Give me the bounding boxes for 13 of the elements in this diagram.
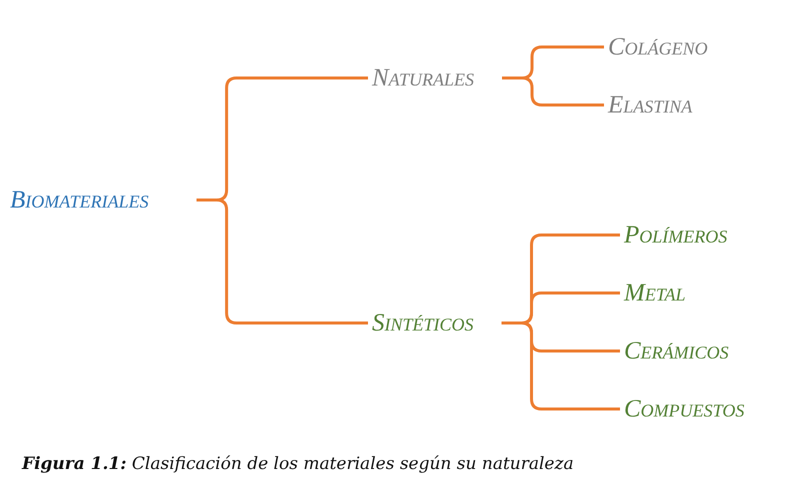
category-label: Cerámicos xyxy=(624,337,729,365)
brace-connector xyxy=(196,198,368,324)
category-label: Colágeno xyxy=(608,33,708,61)
brace-connector xyxy=(502,322,620,410)
category-label: Metal xyxy=(624,279,686,307)
brace-connector xyxy=(502,76,604,106)
category-label: Biomateriales xyxy=(10,186,149,214)
category-label: Polímeros xyxy=(624,221,728,249)
category-label: Elastina xyxy=(608,91,692,119)
category-label: Naturales xyxy=(372,64,474,92)
category-label: Sintéticos xyxy=(372,309,474,337)
figure-caption: Figura 1.1: Clasificación de los materiales según su naturaleza xyxy=(22,454,574,474)
category-label: Compuestos xyxy=(624,395,744,423)
